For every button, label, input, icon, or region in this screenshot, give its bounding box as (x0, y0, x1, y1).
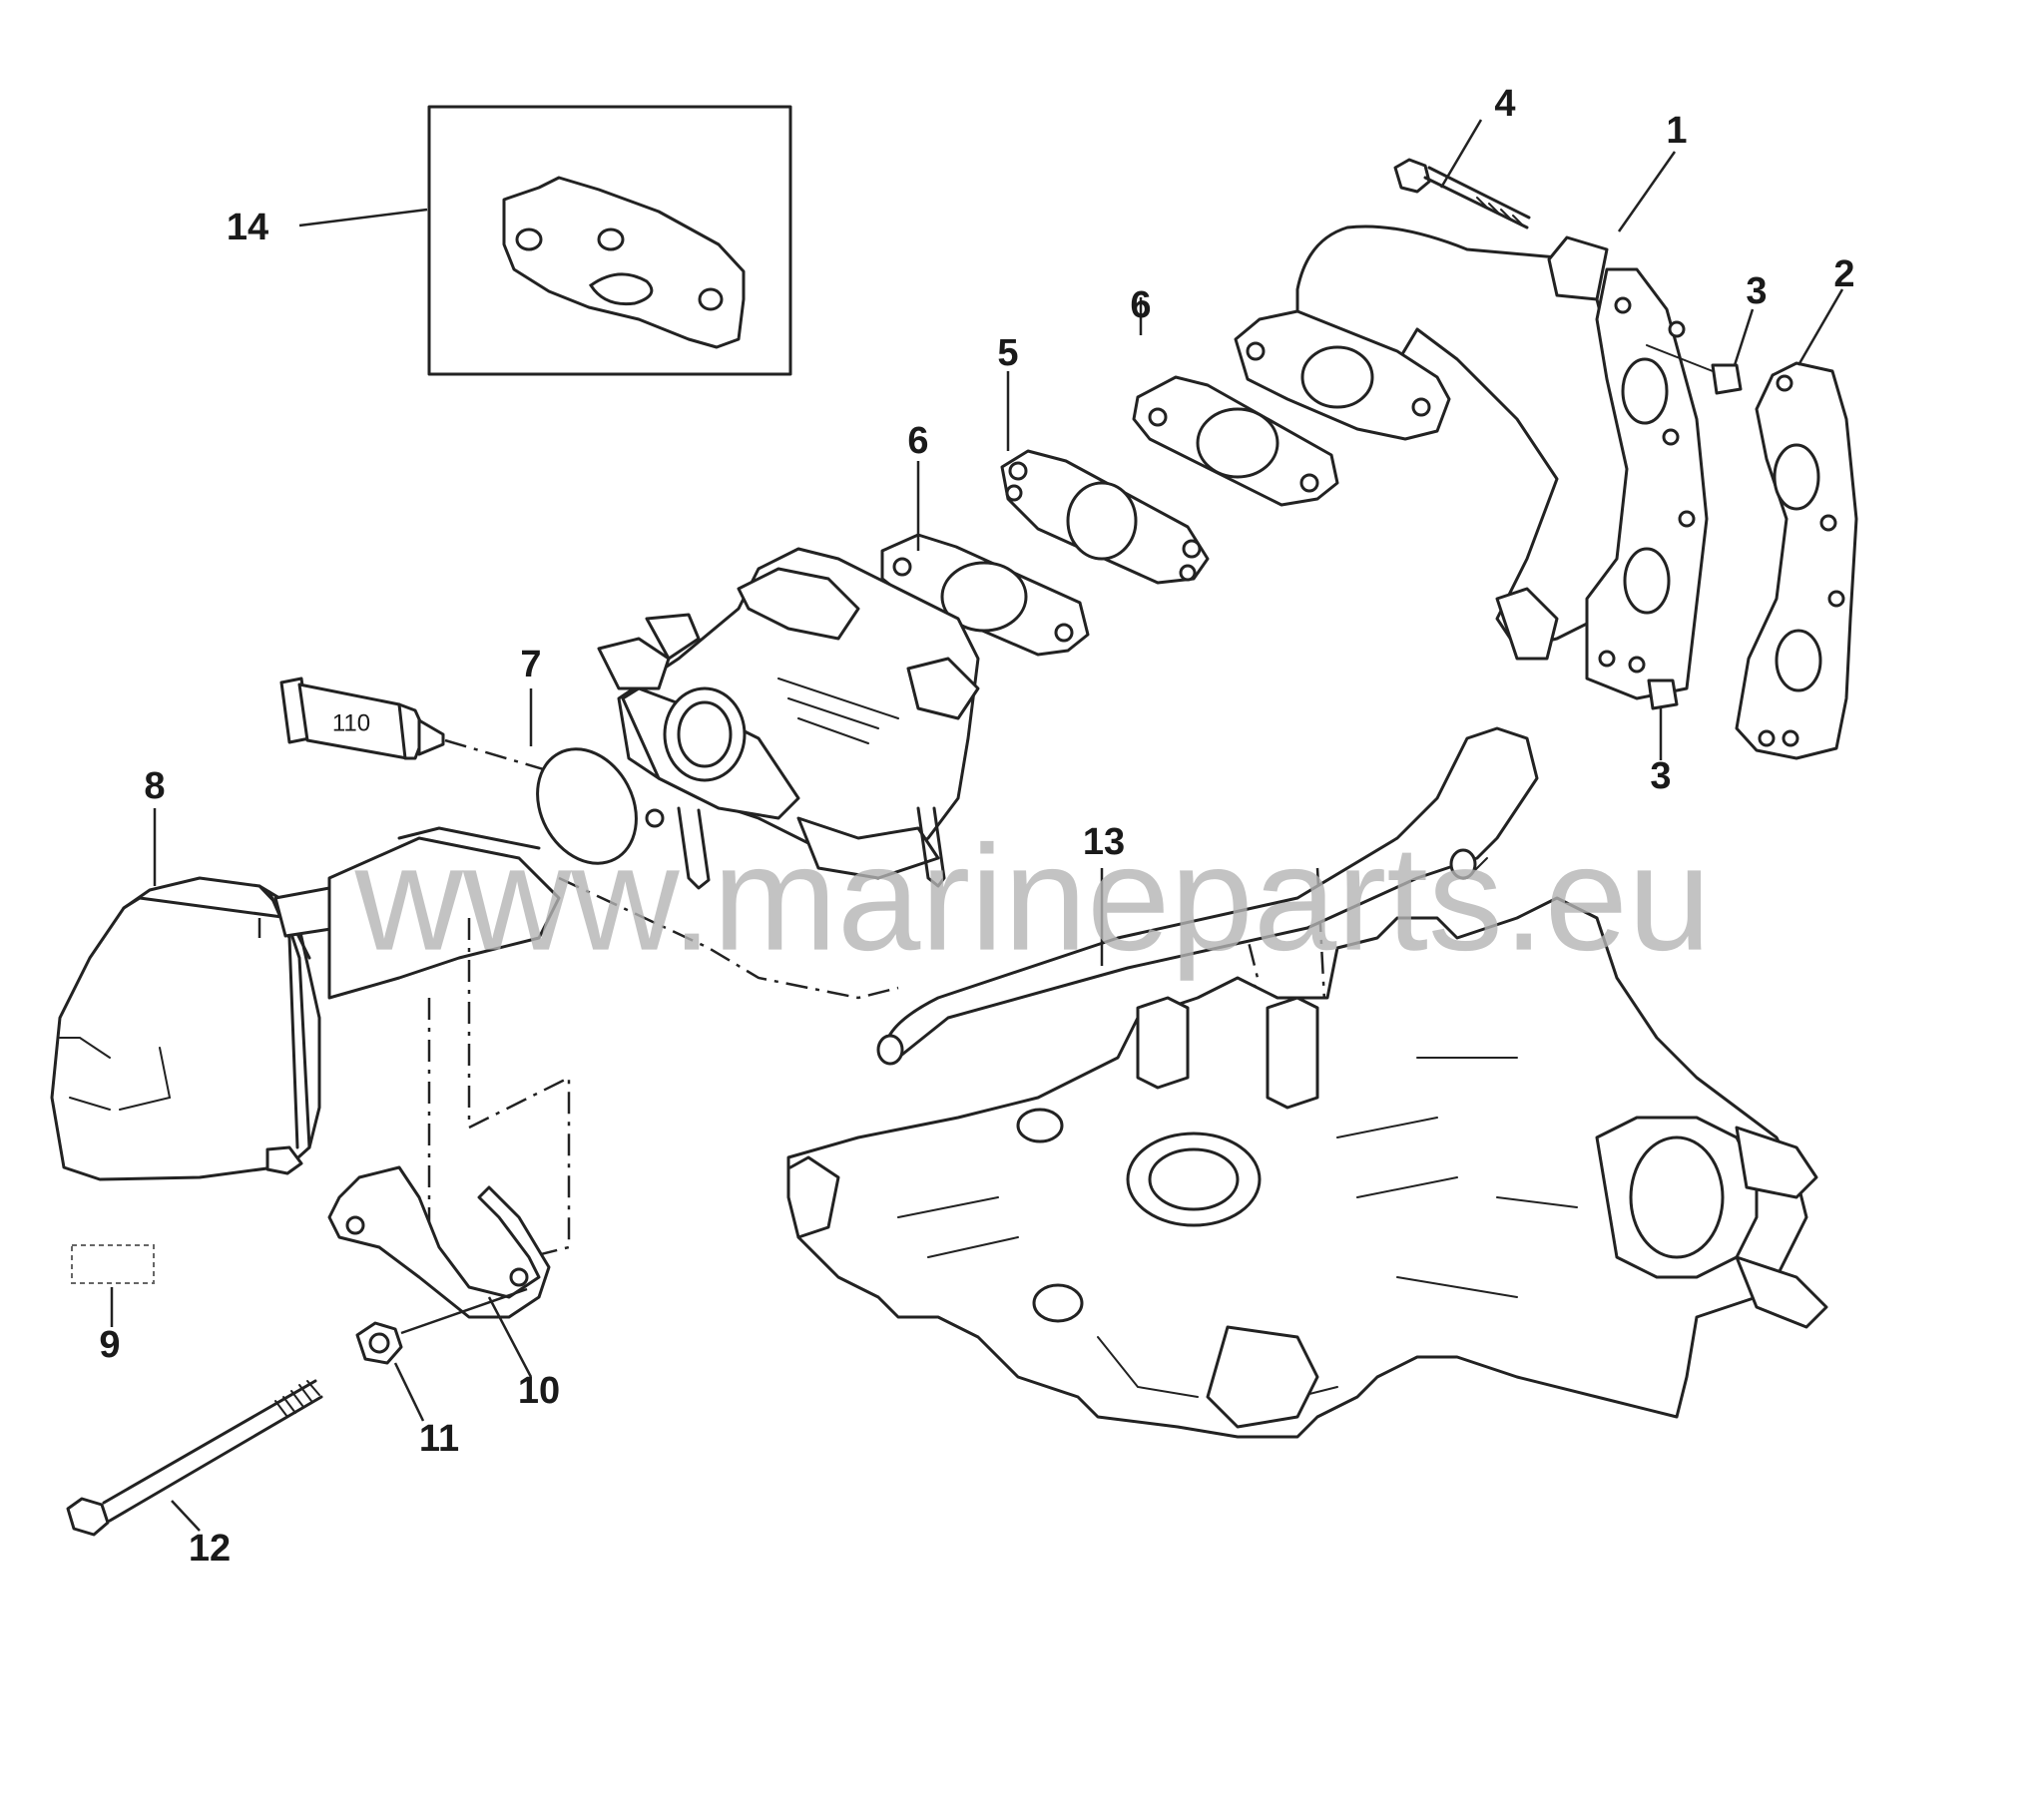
gasket-part-6-lower (880, 533, 1090, 657)
inset-box-part-14 (427, 105, 792, 376)
callout-6-upper: 6 (1130, 284, 1151, 326)
sealant-tube-label: 110 (332, 709, 370, 736)
o-ring-part-7 (536, 747, 638, 865)
placeholder-part-9 (71, 1244, 155, 1284)
dowel-pin-part-3-upper (1646, 344, 1743, 395)
long-bolt-part-12 (66, 1379, 323, 1537)
callout-5: 5 (997, 332, 1018, 374)
hose-part-13 (876, 726, 1539, 1066)
nut-part-11 (355, 1321, 403, 1365)
callout-8: 8 (144, 765, 165, 807)
callout-labels: 14 1 2 3 3 4 5 6 6 7 8 9 10 11 12 13 (99, 83, 1854, 1570)
callout-2: 2 (1833, 253, 1854, 295)
callout-14: 14 (227, 207, 268, 248)
callout-6-lower: 6 (907, 420, 928, 462)
engine-block (786, 896, 1828, 1439)
callout-3-lower: 3 (1650, 755, 1671, 797)
callout-4: 4 (1494, 83, 1515, 125)
bolt-part-4 (1393, 158, 1531, 229)
sealant-tube: 110 (279, 677, 548, 772)
callout-11: 11 (419, 1418, 459, 1460)
carburetor (597, 547, 980, 890)
manifold-gasket-part-2 (1735, 361, 1858, 760)
intake-manifold-part-1 (1234, 225, 1709, 700)
callout-3-upper: 3 (1746, 270, 1767, 312)
callout-10: 10 (518, 1370, 560, 1412)
silencer-part-8 (50, 826, 561, 1181)
callout-7: 7 (520, 644, 541, 685)
gasket-part-6-upper (1132, 375, 1339, 507)
callout-1: 1 (1666, 110, 1687, 152)
callout-12: 12 (189, 1528, 231, 1570)
bracket-part-10 (327, 1165, 551, 1319)
dowel-pin-part-3-lower (1647, 679, 1679, 710)
spacer-part-5 (1000, 449, 1210, 585)
callout-13: 13 (1083, 821, 1125, 863)
watermark: www.marineparts.eu (354, 814, 1712, 982)
leader-lines (110, 119, 1844, 1532)
callout-9: 9 (99, 1324, 120, 1366)
